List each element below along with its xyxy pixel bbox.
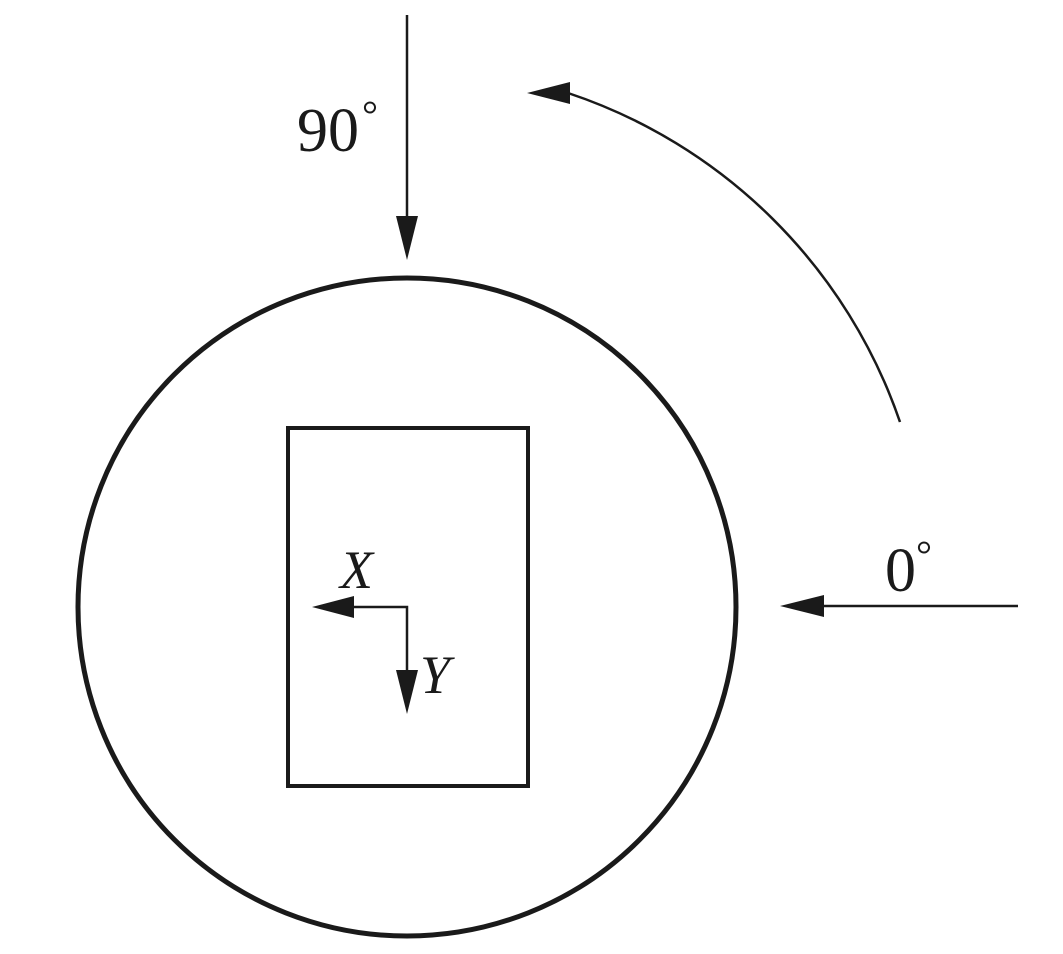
x-axis-arrow-head	[312, 596, 354, 618]
y-axis-arrow-head	[396, 670, 418, 714]
outer-circle	[75, 275, 739, 939]
degree-0: °	[916, 532, 932, 577]
label-90: 90	[297, 97, 359, 165]
axis-lines	[350, 605, 409, 670]
rotation-arc-head	[527, 82, 570, 104]
degree-90: °	[362, 92, 378, 137]
rotation-arc	[567, 91, 902, 423]
label-0: 0	[885, 537, 916, 605]
label-y-axis: Y	[420, 645, 455, 705]
arrow-0-head	[780, 595, 824, 617]
arrow-90-head	[396, 216, 418, 260]
inner-rectangle	[286, 426, 530, 788]
label-x-axis: X	[338, 540, 375, 600]
